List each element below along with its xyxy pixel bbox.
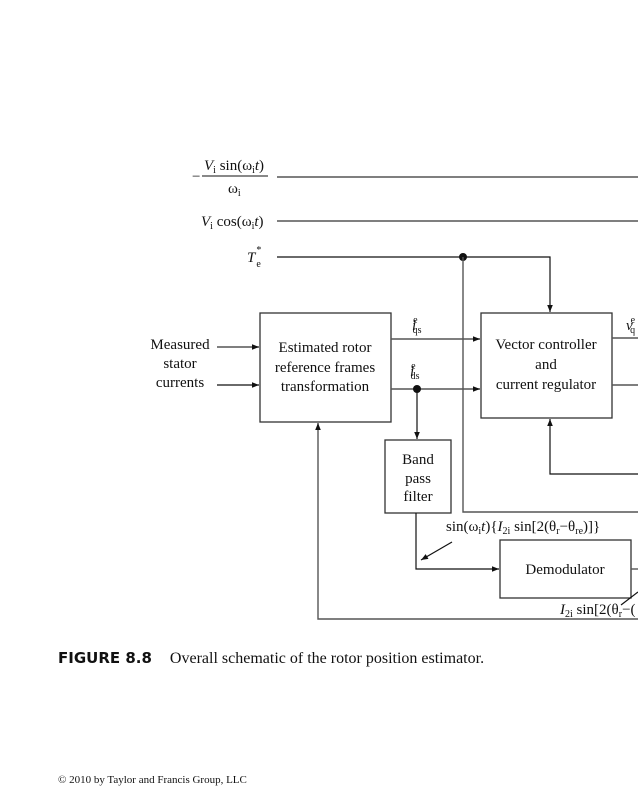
band-pass-filter-block: Band pass filter [384, 439, 452, 514]
position-feedback-line [315, 423, 638, 620]
demod-output-label: I2i sin[2(θr−( [559, 602, 636, 620]
svg-text:Vector controller: Vector controller [495, 337, 596, 353]
svg-text:current regulator: current regulator [496, 377, 596, 393]
svg-text:Vi sin(ωit): Vi sin(ωit) [204, 158, 264, 176]
svg-text:−: − [192, 169, 200, 185]
svg-text:pass: pass [405, 471, 431, 487]
copyright-notice: © 2010 by Taylor and Francis Group, LLC [58, 774, 247, 786]
estimator-block: Estimated rotor reference frames transfo… [259, 312, 392, 423]
svg-text:filter: filter [403, 489, 432, 505]
feedback-to-controller-line [547, 419, 638, 475]
sin-input-label: − Vi sin(ωit) ωi [192, 158, 268, 199]
svg-text:transformation: transformation [281, 379, 370, 395]
vector-controller-block: Vector controller and current regulator [480, 312, 613, 419]
svg-text:Estimated rotor: Estimated rotor [279, 340, 372, 356]
torque-ref-label: T*e [247, 245, 261, 270]
bpf-output-pointer [420, 541, 453, 561]
demod-output-pointer [620, 591, 638, 606]
torque-ref-line [277, 256, 553, 312]
measured-currents-label: Measured stator currents [150, 337, 210, 391]
svg-text:stator: stator [163, 356, 196, 372]
bpf-output-label: sin(ωit){I2i sin[2(θr−θre)]} [446, 519, 600, 537]
svg-text:reference frames: reference frames [275, 360, 375, 376]
svg-text:Measured: Measured [150, 337, 210, 353]
svg-text:and: and [535, 357, 557, 373]
demodulator-block: Demodulator [499, 539, 632, 599]
svg-text:ωi: ωi [228, 181, 241, 199]
svg-text:Band: Band [402, 452, 434, 468]
cos-input-label: Vi cos(ωit) [201, 214, 264, 232]
svg-text:Demodulator: Demodulator [525, 562, 604, 578]
bpf-to-demod-line [415, 513, 499, 572]
torque-branch-line [462, 257, 638, 513]
svg-text:currents: currents [156, 375, 204, 391]
